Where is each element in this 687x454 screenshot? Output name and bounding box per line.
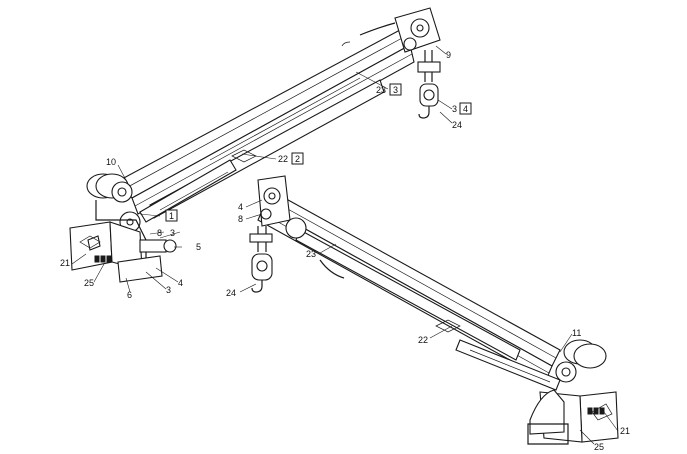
callout-5: 5 — [196, 242, 201, 252]
lower-boom — [257, 189, 561, 381]
upper-crane — [69, 7, 441, 283]
callout-box-4 — [459, 102, 472, 115]
callout-1: 1 — [169, 211, 174, 221]
callout-22-lower: 22 — [418, 335, 428, 345]
callout-box-1 — [165, 209, 178, 222]
upper-outrigger-pads — [94, 255, 112, 263]
callout-3-upper-bottom: 3 — [166, 285, 171, 295]
callout-24-upper: 24 — [452, 120, 462, 130]
upper-lift-cylinder — [139, 159, 237, 223]
callout-8-lower: 8 — [238, 214, 243, 224]
callout-22-upper: 22 — [278, 154, 288, 164]
lower-hook-block — [249, 226, 273, 293]
callout-9: 9 — [446, 50, 451, 60]
leader-lines — [71, 45, 619, 445]
lower-outrigger-pads — [587, 407, 605, 415]
callout-3-upper-right: 3 — [170, 228, 175, 238]
callout-4-upper: 4 — [178, 278, 183, 288]
callout-labels: 10 1 8 3 5 4 3 6 21 25 22 2 23 3 9 3 4 2… — [60, 50, 630, 452]
callout-4-lower: 4 — [238, 202, 243, 212]
lower-winch — [555, 339, 607, 383]
decal-markers — [79, 149, 461, 333]
callout-25-lower: 25 — [594, 442, 604, 452]
callout-box-2 — [291, 152, 304, 165]
callout-4-boxed: 4 — [463, 104, 468, 114]
callout-21-upper: 21 — [60, 258, 70, 268]
callout-23-lower: 23 — [306, 249, 316, 259]
lower-crane — [249, 175, 619, 445]
callout-2: 2 — [295, 154, 300, 164]
lower-lift-cylinder — [319, 259, 561, 391]
callout-10: 10 — [106, 157, 116, 167]
callout-6: 6 — [127, 290, 132, 300]
callout-3-hook: 3 — [452, 104, 457, 114]
upper-boom-head — [341, 7, 441, 53]
callout-21-lower: 21 — [620, 426, 630, 436]
callout-box-3 — [389, 83, 402, 96]
upper-hook-block — [417, 50, 441, 119]
callout-11: 11 — [572, 328, 581, 338]
callout-3-boxed: 3 — [393, 85, 398, 95]
lower-base — [527, 389, 619, 445]
callout-23-upper: 23 — [376, 85, 386, 95]
lower-boom-head — [257, 175, 307, 239]
callout-25-upper: 25 — [84, 278, 94, 288]
callout-8-upper: 8 — [157, 228, 162, 238]
callout-24-lower: 24 — [226, 288, 236, 298]
